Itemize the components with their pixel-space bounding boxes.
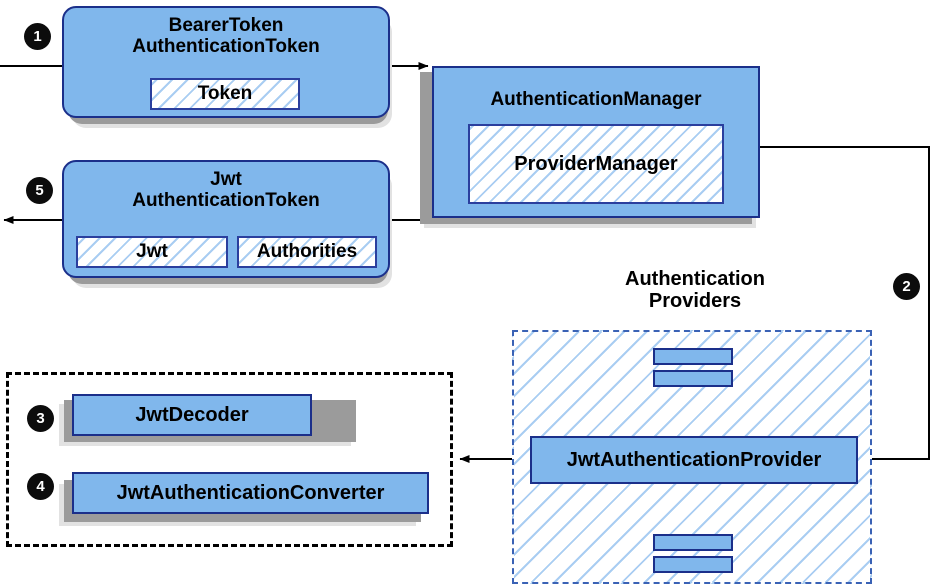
hatchbox-authorities-label: Authorities — [256, 241, 358, 262]
node-jwt-decoder[interactable]: JwtDecoder — [72, 394, 312, 436]
jwt-decoder-title: JwtDecoder — [135, 404, 249, 426]
badge-step-4-number: 4 — [36, 478, 45, 495]
hatchbox-jwt-label: Jwt — [136, 241, 168, 262]
hatchbox-jwt[interactable]: Jwt — [76, 236, 228, 268]
node-jwt-authentication-provider[interactable]: JwtAuthenticationProvider — [530, 436, 858, 484]
jwt-authentication-provider-title: JwtAuthenticationProvider — [566, 449, 822, 471]
badge-step-2: 2 — [894, 274, 919, 299]
support-components-zone — [6, 372, 453, 547]
badge-step-3: 3 — [28, 406, 53, 431]
jwt-token-title: Jwt AuthenticationToken — [132, 169, 320, 211]
peer-bar-bottom-2 — [653, 556, 733, 573]
badge-step-5: 5 — [27, 178, 52, 203]
hatchbox-provider-manager[interactable]: ProviderManager — [468, 124, 724, 204]
badge-step-1: 1 — [25, 24, 50, 49]
badge-step-5-number: 5 — [35, 182, 44, 199]
badge-step-4: 4 — [28, 474, 53, 499]
authentication-providers-caption: Authentication Providers — [625, 268, 765, 312]
badge-step-1-number: 1 — [33, 28, 42, 45]
hatchbox-authorities[interactable]: Authorities — [237, 236, 377, 268]
node-jwt-authentication-converter[interactable]: JwtAuthenticationConverter — [72, 472, 429, 514]
bearer-token-title: BearerToken AuthenticationToken — [132, 15, 320, 57]
hatchbox-provider-manager-label: ProviderManager — [514, 152, 678, 175]
hatchbox-token-label: Token — [197, 83, 253, 104]
hatchbox-token[interactable]: Token — [150, 78, 300, 110]
peer-bar-top-2 — [653, 370, 733, 387]
authentication-manager-title: AuthenticationManager — [490, 89, 702, 110]
badge-step-3-number: 3 — [36, 410, 45, 427]
node-bearer-token-authentication-token[interactable]: BearerToken AuthenticationToken — [62, 6, 390, 118]
peer-bar-bottom-1 — [653, 534, 733, 551]
jwt-authentication-converter-title: JwtAuthenticationConverter — [116, 482, 385, 504]
peer-bar-top-1 — [653, 348, 733, 365]
badge-step-2-number: 2 — [902, 278, 911, 295]
